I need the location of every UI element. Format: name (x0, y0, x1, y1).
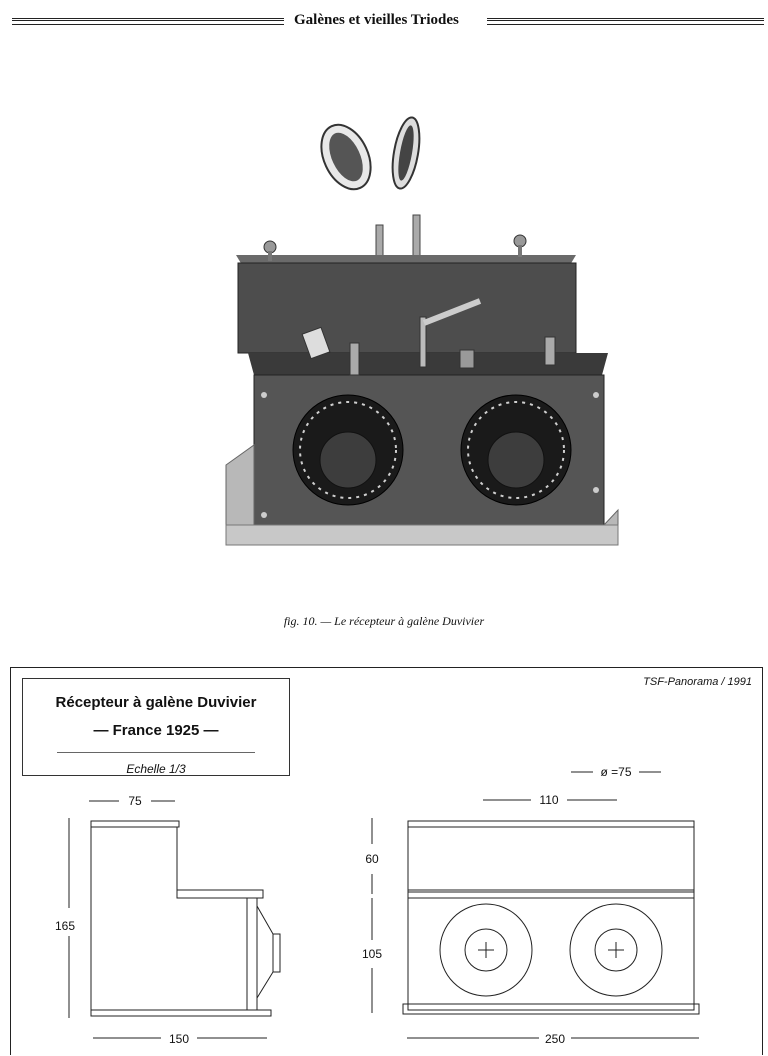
dim-top-side: 75 (128, 794, 142, 808)
drawing-title: Récepteur à galène Duvivier (55, 694, 257, 711)
dim-lower-height: 105 (362, 947, 382, 961)
dimension-plan: 75 110 ø =75 165 60 105 150 250 (55, 765, 700, 1046)
receiver-photo (225, 116, 619, 546)
title-separator (57, 752, 255, 753)
header-rule-left (12, 18, 284, 25)
front-view (402, 820, 700, 1015)
header-title: Galènes et vieilles Triodes (294, 12, 459, 28)
technical-drawing: Récepteur à galène Duvivier — France 192… (10, 667, 763, 1055)
running-header: Galènes et vieilles Triodes (12, 10, 764, 34)
dim-diameter: ø =75 (600, 765, 631, 779)
drawing-scale: Echelle 1/3 (126, 762, 186, 776)
drawing-title-block: Récepteur à galène Duvivier — France 192… (22, 678, 290, 776)
drawing-subtitle: — France 1925 — (93, 722, 219, 739)
dial-outline-left (439, 903, 533, 997)
header-rule-right (487, 18, 764, 25)
earphone-illustration (320, 116, 421, 271)
upper-cabinet (236, 234, 577, 354)
dim-total-height: 165 (55, 919, 75, 933)
tuning-dial-right (460, 394, 572, 506)
dim-base-side: 150 (169, 1032, 189, 1046)
drawing-source: TSF-Panorama / 1991 (643, 676, 752, 688)
dim-top-front: 110 (539, 793, 558, 807)
tuning-dial-left (292, 394, 404, 506)
side-view (90, 820, 281, 1017)
dim-upper-height: 60 (365, 852, 379, 866)
dial-outline-right (569, 903, 663, 997)
dim-base-front: 250 (545, 1032, 565, 1046)
figure-caption: fig. 10. — Le récepteur à galène Duvivie… (283, 614, 485, 628)
